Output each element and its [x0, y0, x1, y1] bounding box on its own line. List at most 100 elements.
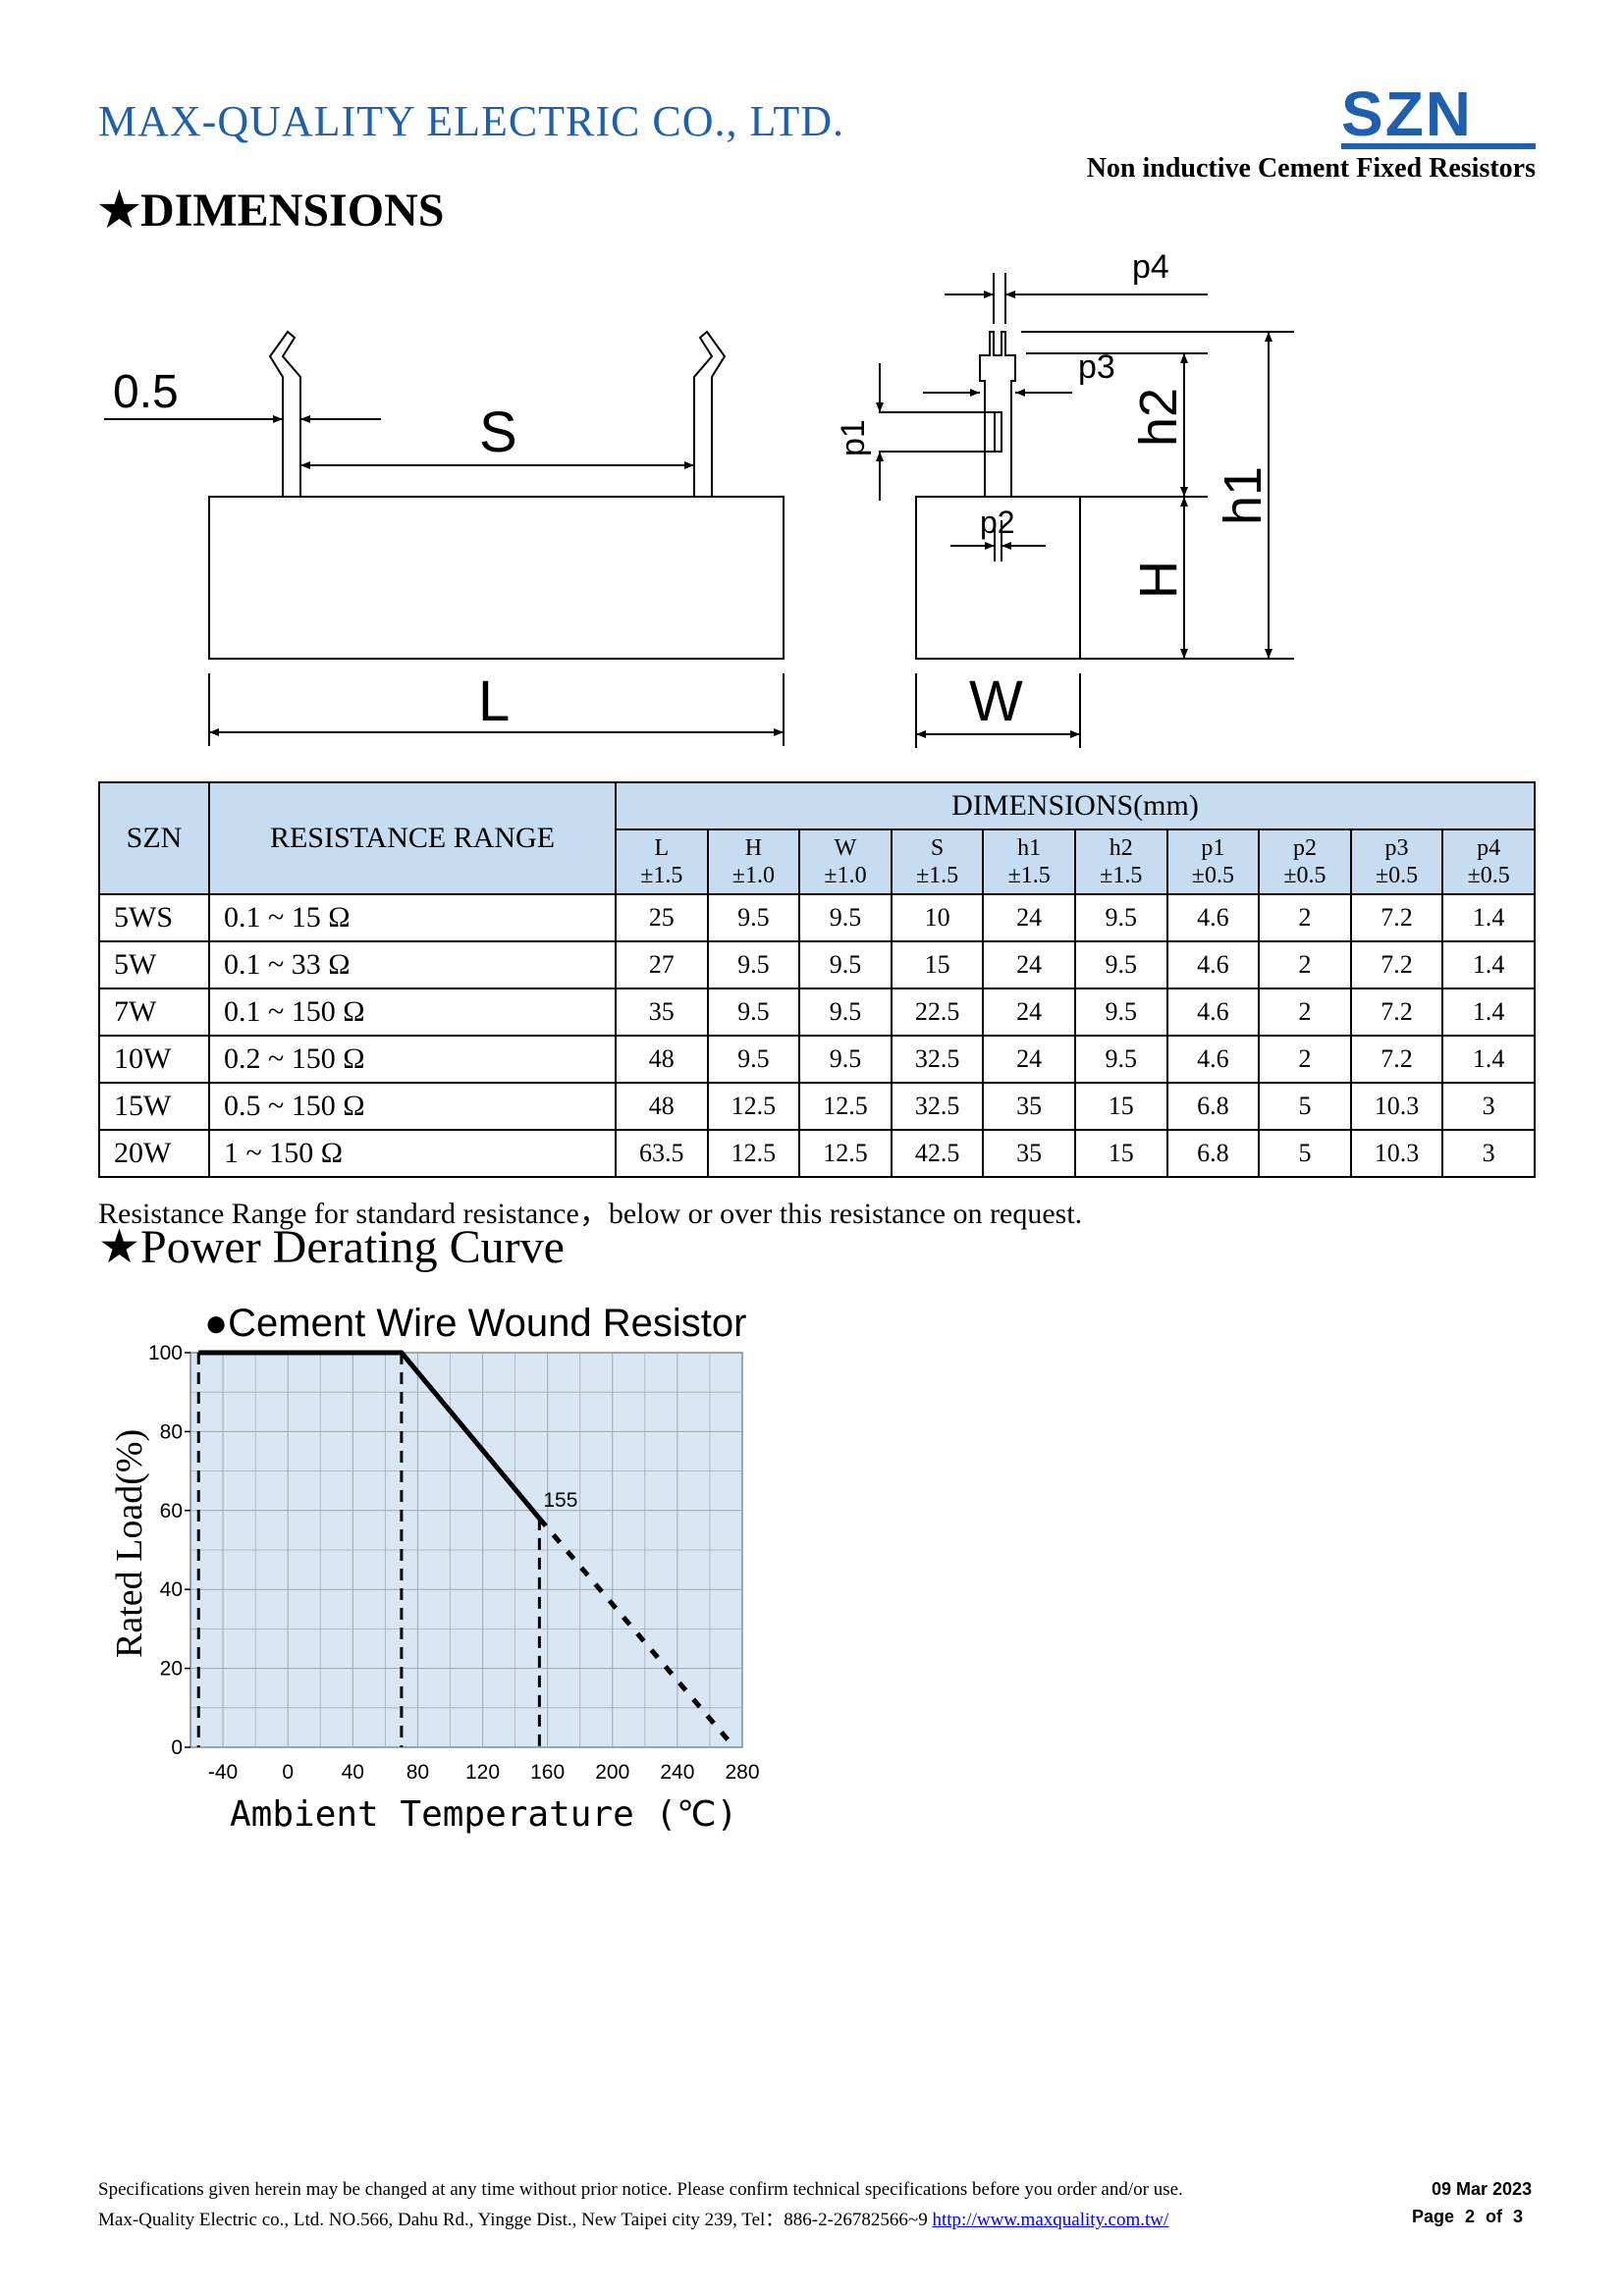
logo-underline: [1341, 143, 1536, 149]
value-cell: 9.5: [706, 893, 801, 942]
value-cell: 3: [1441, 1082, 1536, 1131]
value-cell: 9.5: [798, 940, 893, 989]
value-cell: 12.5: [798, 1129, 893, 1178]
dim-header-7: p2±0.5: [1258, 828, 1352, 895]
x-tick-label: 120: [465, 1761, 500, 1784]
label-p1: p1: [835, 419, 872, 456]
value-cell: 1.4: [1441, 1035, 1536, 1084]
footer-contact: Max-Quality Electric co., Ltd. NO.566, D…: [98, 2210, 928, 2230]
value-cell: 48: [615, 1082, 709, 1131]
dim-header-tolerance: ±1.5: [1100, 863, 1143, 888]
value-cell: 4.6: [1165, 1035, 1261, 1084]
dim-header-tolerance: ±0.5: [1375, 863, 1419, 888]
value-cell: 35: [615, 988, 709, 1037]
label-W: W: [969, 669, 1023, 733]
value-cell: 9.5: [798, 1035, 893, 1084]
dimensions-table: SZN RESISTANCE RANGE DIMENSIONS(mm) L±1.…: [98, 781, 1536, 1178]
dim-header-4: h1±1.5: [982, 828, 1076, 895]
value-cell: 9.5: [706, 1035, 801, 1084]
dim-header-name: h1: [1017, 835, 1042, 861]
dimensions-heading: ★DIMENSIONS: [98, 185, 445, 237]
x-tick-label: 0: [282, 1761, 294, 1784]
value-cell: 15: [890, 940, 985, 989]
value-cell: 10.3: [1349, 1082, 1444, 1131]
value-cell: 24: [982, 1035, 1076, 1084]
x-tick-label: 280: [725, 1761, 759, 1784]
value-cell: 2: [1258, 940, 1352, 989]
x-tick-label: 80: [406, 1761, 429, 1784]
point-annotation: 155: [543, 1489, 577, 1512]
website-link[interactable]: http://www.maxquality.com.tw/: [932, 2210, 1169, 2230]
value-cell: 2: [1258, 893, 1352, 942]
x-tick-label: 160: [530, 1761, 565, 1784]
dim-header-name: p3: [1384, 835, 1409, 861]
range-cell: 0.1 ~ 15 Ω: [208, 893, 617, 942]
range-cell: 0.1 ~ 150 Ω: [208, 988, 617, 1037]
y-tick-label: 40: [160, 1578, 183, 1601]
model-cell: 5WS: [98, 893, 210, 942]
model-cell: 7W: [98, 988, 210, 1037]
value-cell: 5: [1258, 1082, 1352, 1131]
label-L: L: [478, 669, 510, 733]
value-cell: 9.5: [706, 940, 801, 989]
value-cell: 27: [615, 940, 709, 989]
value-cell: 2: [1258, 1035, 1352, 1084]
label-H: H: [1129, 561, 1188, 599]
value-cell: 6.8: [1165, 1129, 1261, 1178]
range-cell: 0.1 ~ 33 Ω: [208, 940, 617, 989]
dim-header-tolerance: ±1.5: [640, 863, 683, 888]
model-cell: 10W: [98, 1035, 210, 1084]
dim-header-1: H±1.0: [706, 828, 801, 895]
value-cell: 12.5: [798, 1082, 893, 1131]
dim-header-name: W: [834, 835, 857, 861]
lead-side: [979, 331, 1016, 497]
resistor-body-side: [915, 496, 1081, 660]
chart-grid: [189, 1352, 743, 1748]
dim-header-tolerance: ±1.5: [915, 863, 959, 888]
value-cell: 7.2: [1349, 893, 1444, 942]
dimension-drawing: 0.5 S L W p4 p3 p2 p1 h2 H h1: [104, 248, 1294, 748]
value-cell: 4.6: [1165, 988, 1261, 1037]
value-cell: 9.5: [1073, 893, 1168, 942]
value-cell: 9.5: [1073, 988, 1168, 1037]
range-cell: 0.2 ~ 150 Ω: [208, 1035, 617, 1084]
dim-header-name: p1: [1201, 835, 1225, 861]
value-cell: 7.2: [1349, 1035, 1444, 1084]
dim-header-tolerance: ±1.5: [1007, 863, 1051, 888]
value-cell: 9.5: [1073, 940, 1168, 989]
value-cell: 12.5: [706, 1129, 801, 1178]
dim-header-name: p2: [1292, 835, 1317, 861]
value-cell: 32.5: [890, 1082, 985, 1131]
lead-right: [693, 330, 727, 497]
value-cell: 24: [982, 893, 1076, 942]
table-note: Resistance Range for standard resistance…: [98, 1198, 1083, 1230]
chart-annotations: -5570155: [202, 1345, 577, 1512]
label-p4: p4: [1132, 248, 1169, 286]
dim-header-3: S±1.5: [890, 828, 985, 895]
footer-disclaimer: Specifications given herein may be chang…: [98, 2179, 1183, 2200]
power-derating-heading: ★Power Derating Curve: [98, 1221, 565, 1273]
value-cell: 10.3: [1349, 1129, 1444, 1178]
value-cell: 48: [615, 1035, 709, 1084]
lead-left: [268, 330, 301, 497]
page-number: Page 2 of 3: [1412, 2207, 1524, 2226]
point-annotation: 70: [406, 1345, 428, 1346]
label-p3: p3: [1078, 348, 1115, 386]
value-cell: 63.5: [615, 1129, 709, 1178]
resistor-body-front: [208, 496, 785, 660]
value-cell: 24: [982, 988, 1076, 1037]
y-tick-label: 0: [171, 1736, 183, 1759]
model-cell: 15W: [98, 1082, 210, 1131]
dim-header-name: S: [930, 835, 945, 861]
dim-header-tolerance: ±0.5: [1467, 863, 1510, 888]
value-cell: 4.6: [1165, 940, 1261, 989]
x-axis-label: Ambient Temperature (℃): [230, 1794, 737, 1835]
header-dimensions-group: DIMENSIONS(mm): [615, 781, 1536, 830]
